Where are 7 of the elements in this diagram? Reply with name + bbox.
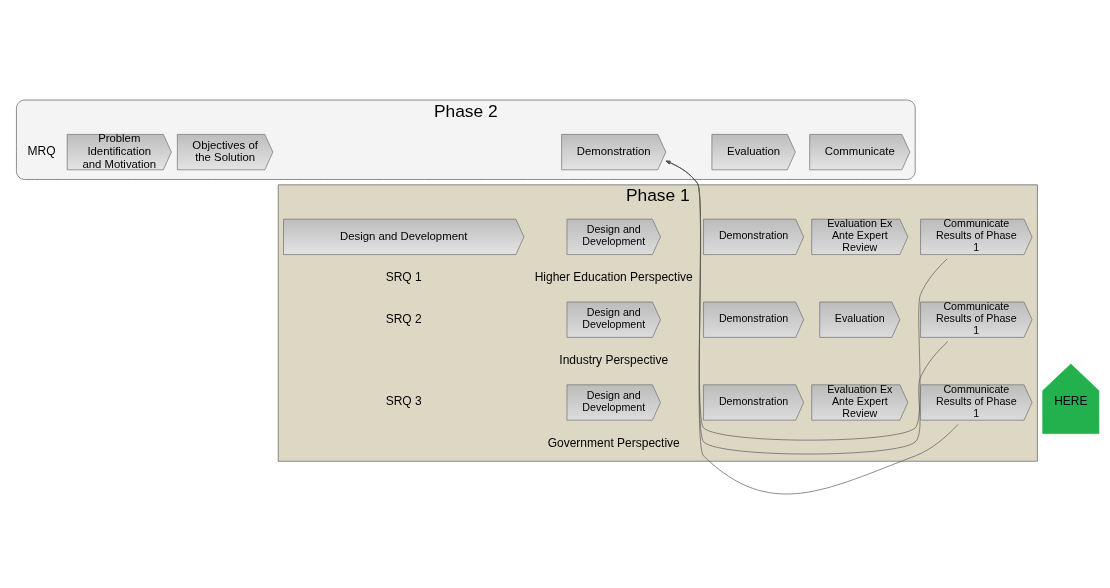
label: SRQ 1 [385, 269, 422, 284]
label: SRQ 3 [385, 393, 422, 408]
label: MRQ [27, 143, 56, 158]
label: SRQ 2 [385, 311, 422, 326]
label: Government Perspective [547, 435, 680, 450]
label: Industry Perspective [559, 352, 669, 367]
label: Higher Education Perspective [534, 269, 693, 284]
